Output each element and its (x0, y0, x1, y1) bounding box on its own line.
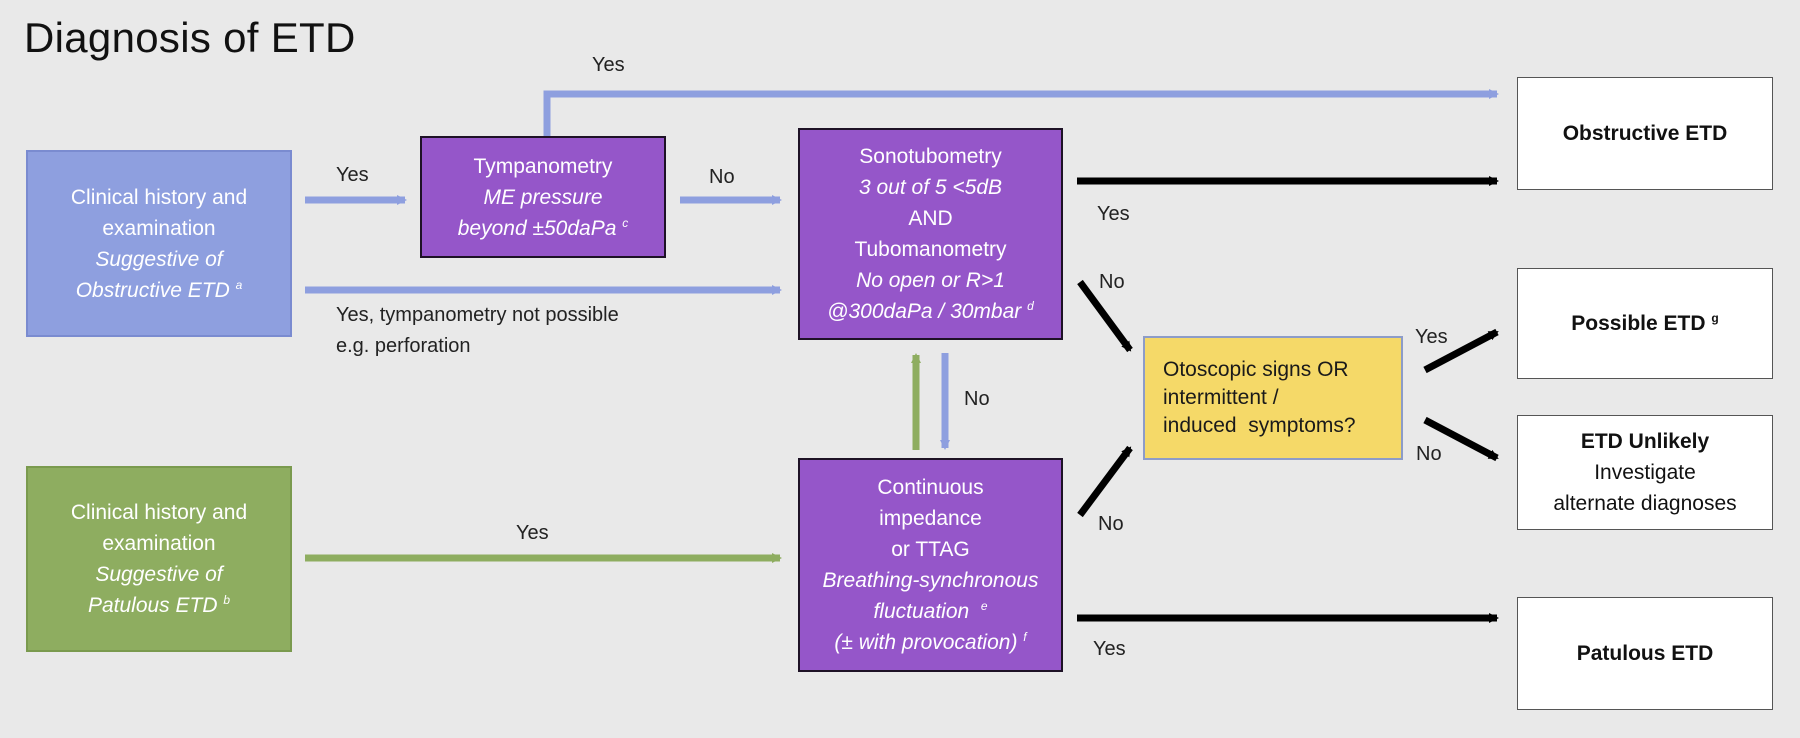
obstructive-history-line4: Obstructive ETD a (75, 277, 243, 302)
label-history-to-sono-line1: Yes, tympanometry not possible (336, 304, 619, 326)
sonotubometry-line5: No open or R>1 (856, 269, 1005, 292)
footnote-e: e (980, 599, 988, 613)
impedance-line2: impedance (879, 507, 982, 530)
sonotubometry-line2: 3 out of 5 <5dB (858, 176, 1003, 199)
footnote-a: a (235, 277, 243, 292)
label-history-to-sono-line2: e.g. perforation (336, 335, 471, 357)
footnote-g: g (1711, 311, 1719, 325)
label-sono-to-impedance: No (964, 388, 990, 410)
label-tymp-to-obstructive: Yes (592, 54, 625, 76)
label-sono-to-otoscopic: No (1099, 271, 1125, 293)
footnote-d: d (1027, 299, 1034, 313)
label-impedance-to-patulous: Yes (1093, 638, 1126, 660)
etd-unlikely-line2: Investigate (1594, 461, 1696, 484)
impedance-line1: Continuous (877, 476, 984, 499)
impedance-line5: fluctuation e (873, 599, 988, 623)
footnote-c: c (622, 215, 629, 230)
label-patulous-to-impedance: Yes (516, 522, 549, 544)
otoscopic-line3: induced symptoms? (1163, 414, 1356, 437)
patulous-history-box: Clinical history and examination Suggest… (26, 466, 292, 652)
sonotubometry-line3: AND (908, 207, 953, 230)
patulous-history-line2: examination (102, 532, 216, 555)
obstructive-history-line1: Clinical history and (70, 185, 248, 209)
label-tymp-to-sono: No (709, 166, 735, 188)
tympanometry-line3: beyond ±50daPa c (457, 215, 629, 240)
sonotubometry-line1: Sonotubometry (859, 145, 1002, 168)
arrow-sonotubometry-to-otoscopic (1077, 279, 1133, 353)
patulous-etd-box: Patulous ETD (1517, 597, 1773, 710)
etd-unlikely-box: ETD Unlikely Investigate alternate diagn… (1517, 415, 1773, 530)
obstructive-etd-label: Obstructive ETD (1562, 122, 1728, 145)
possible-etd-box: Possible ETD g (1517, 268, 1773, 379)
otoscopic-box: Otoscopic signs OR intermittent / induce… (1143, 336, 1403, 460)
otoscopic-line1: Otoscopic signs OR (1163, 358, 1349, 381)
impedance-line6: (± with provocation) f (834, 630, 1027, 654)
patulous-history-line4: Patulous ETD b (87, 593, 231, 617)
sonotubometry-box: Sonotubometry 3 out of 5 <5dB AND Tuboma… (798, 128, 1063, 340)
patulous-etd-label: Patulous ETD (1576, 642, 1714, 665)
etd-unlikely-label: ETD Unlikely (1580, 430, 1710, 453)
sonotubometry-line4: Tubomanometry (854, 238, 1007, 261)
obstructive-etd-box: Obstructive ETD (1517, 77, 1773, 190)
arrow-impedance-to-otoscopic (1077, 445, 1133, 518)
impedance-line4: Breathing-synchronous (822, 569, 1039, 592)
arrow-tympanometry-to-obstructive (543, 89, 1499, 136)
tympanometry-line1: Tympanometry (473, 154, 613, 178)
label-otoscopic-to-unlikely: No (1416, 443, 1442, 465)
footnote-f: f (1023, 630, 1027, 644)
patulous-history-line3: Suggestive of (95, 563, 223, 586)
arrow-otoscopic-to-unlikely (1423, 416, 1499, 462)
etd-unlikely-line3: alternate diagnoses (1553, 492, 1737, 515)
possible-etd-label: Possible ETD g (1571, 311, 1719, 335)
footnote-b: b (223, 593, 231, 607)
tympanometry-line2: ME pressure (483, 185, 603, 209)
label-history-to-tymp: Yes (336, 164, 369, 186)
label-sono-to-obstructive: Yes (1097, 203, 1130, 225)
tympanometry-box: Tympanometry ME pressure beyond ±50daPa … (420, 136, 666, 258)
diagram-title: Diagnosis of ETD (24, 14, 356, 61)
arrow-otoscopic-to-possible (1423, 328, 1499, 374)
impedance-box: Continuous impedance or TTAG Breathing-s… (798, 458, 1063, 672)
label-impedance-to-otoscopic: No (1098, 513, 1124, 535)
otoscopic-line2: intermittent / (1163, 386, 1279, 409)
obstructive-history-box: Clinical history and examination Suggest… (26, 150, 292, 337)
impedance-line3: or TTAG (891, 538, 970, 561)
obstructive-history-line3: Suggestive of (95, 247, 223, 271)
obstructive-history-line2: examination (102, 216, 216, 240)
label-otoscopic-to-possible: Yes (1415, 326, 1448, 348)
sonotubometry-line6: @300daPa / 30mbar d (827, 299, 1034, 323)
patulous-history-line1: Clinical history and (70, 501, 248, 524)
